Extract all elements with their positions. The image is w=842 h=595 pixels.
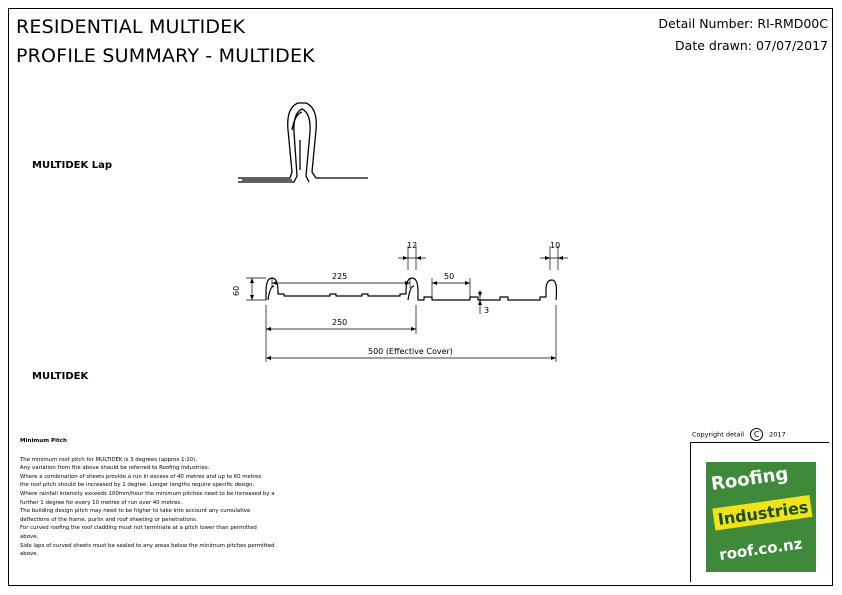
logo-box bbox=[690, 442, 829, 582]
copyright-year: 2017 bbox=[769, 430, 786, 439]
drawing-frame bbox=[8, 8, 833, 586]
dim-225: 225 bbox=[332, 272, 347, 281]
notes-line: further 1 degree for every 10 metres of … bbox=[20, 499, 182, 506]
date-drawn: Date drawn: 07/07/2017 bbox=[675, 38, 828, 53]
dim-250: 250 bbox=[332, 318, 347, 327]
notes-line: The building design pitch may need to be… bbox=[20, 508, 251, 515]
notes-line: Any variation from the above should be r… bbox=[20, 465, 210, 472]
profile-label: MULTIDEK bbox=[32, 371, 89, 382]
copyright-detail: Copyright detail C 2017 bbox=[692, 428, 786, 441]
notes-line: Where a combination of sheets provide a … bbox=[20, 473, 262, 480]
notes-line: the roof pitch should be increased by 1 … bbox=[20, 482, 255, 489]
notes-line: For curved roofing the roof cladding mus… bbox=[20, 525, 257, 532]
dim-3: 3 bbox=[484, 306, 489, 315]
notes-line: Side laps of curved sheets must be seale… bbox=[20, 542, 275, 549]
roofing-industries-logo: Roofing Industries roof.co.nz bbox=[706, 462, 816, 572]
notes-line: deflections of the frame, purlin and roo… bbox=[20, 516, 198, 523]
copyright-icon: C bbox=[750, 428, 764, 441]
dim-50: 50 bbox=[444, 272, 454, 281]
dim-60: 60 bbox=[232, 286, 241, 296]
copyright-text: Copyright detail bbox=[692, 430, 745, 439]
notes-line: The minimum roof pitch for MULTIDEK is 3… bbox=[20, 456, 198, 463]
dim-500: 500 (Effective Cover) bbox=[368, 347, 453, 356]
notes-line: Where rainfall intensity exceeds 100mm/h… bbox=[20, 490, 275, 497]
dim-12: 12 bbox=[407, 241, 417, 250]
notes-line: above. bbox=[20, 533, 39, 540]
lap-label: MULTIDEK Lap bbox=[32, 160, 112, 171]
notes-line: above. bbox=[20, 551, 39, 558]
title-line-1: RESIDENTIAL MULTIDEK bbox=[16, 16, 246, 38]
minimum-pitch-notes: Minimum Pitch The minimum roof pitch for… bbox=[20, 437, 380, 559]
notes-heading: Minimum Pitch bbox=[20, 438, 67, 444]
detail-number: Detail Number: RI-RMD00C bbox=[658, 16, 828, 31]
title-line-2: PROFILE SUMMARY - MULTIDEK bbox=[16, 45, 315, 67]
dim-10: 10 bbox=[550, 241, 560, 250]
